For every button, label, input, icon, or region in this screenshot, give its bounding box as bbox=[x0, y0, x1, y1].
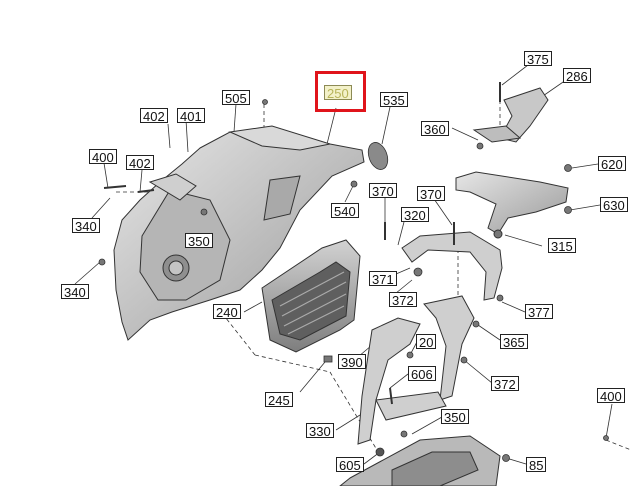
callout-400[interactable]: 400 bbox=[597, 388, 625, 404]
radiator-grille-part bbox=[261, 239, 361, 353]
callout-401[interactable]: 401 bbox=[177, 108, 205, 124]
callout-630[interactable]: 630 bbox=[600, 197, 628, 213]
callout-606[interactable]: 606 bbox=[408, 366, 436, 382]
cross-member-part bbox=[455, 171, 569, 239]
frame-tubes-part bbox=[357, 231, 503, 445]
callout-360[interactable]: 360 bbox=[421, 121, 449, 137]
callout-250-selected[interactable]: 250 bbox=[324, 85, 352, 101]
callout-605[interactable]: 605 bbox=[336, 457, 364, 473]
upper-bracket-part bbox=[472, 87, 549, 143]
callout-620[interactable]: 620 bbox=[598, 156, 626, 172]
callout-315[interactable]: 315 bbox=[548, 238, 576, 254]
callout-85[interactable]: 85 bbox=[526, 457, 547, 473]
callout-370[interactable]: 370 bbox=[369, 183, 397, 199]
callout-390[interactable]: 390 bbox=[338, 354, 366, 370]
callout-286[interactable]: 286 bbox=[563, 68, 591, 84]
callout-400[interactable]: 400 bbox=[89, 149, 117, 165]
callout-330[interactable]: 330 bbox=[306, 423, 334, 439]
callout-371[interactable]: 371 bbox=[369, 271, 397, 287]
callout-375[interactable]: 375 bbox=[524, 51, 552, 67]
callout-505[interactable]: 505 bbox=[222, 90, 250, 106]
callout-350[interactable]: 350 bbox=[185, 233, 213, 249]
callout-20[interactable]: 20 bbox=[416, 334, 437, 350]
callout-240[interactable]: 240 bbox=[213, 304, 241, 320]
base-plate-part bbox=[339, 435, 501, 486]
callout-350[interactable]: 350 bbox=[441, 409, 469, 425]
callout-540[interactable]: 540 bbox=[331, 203, 359, 219]
callout-377[interactable]: 377 bbox=[525, 304, 553, 320]
callout-340[interactable]: 340 bbox=[72, 218, 100, 234]
callout-372[interactable]: 372 bbox=[389, 292, 417, 308]
leader-lines bbox=[74, 64, 613, 465]
callout-535[interactable]: 535 bbox=[380, 92, 408, 108]
front-fairing-part bbox=[113, 125, 365, 341]
fasteners bbox=[98, 82, 609, 462]
callout-365[interactable]: 365 bbox=[500, 334, 528, 350]
callout-370[interactable]: 370 bbox=[417, 186, 445, 202]
callout-402[interactable]: 402 bbox=[140, 108, 168, 124]
callout-372[interactable]: 372 bbox=[491, 376, 519, 392]
callout-245[interactable]: 245 bbox=[265, 392, 293, 408]
callout-402[interactable]: 402 bbox=[126, 155, 154, 171]
callout-340[interactable]: 340 bbox=[61, 284, 89, 300]
selection-highlight-box bbox=[315, 71, 366, 112]
callout-320[interactable]: 320 bbox=[401, 207, 429, 223]
